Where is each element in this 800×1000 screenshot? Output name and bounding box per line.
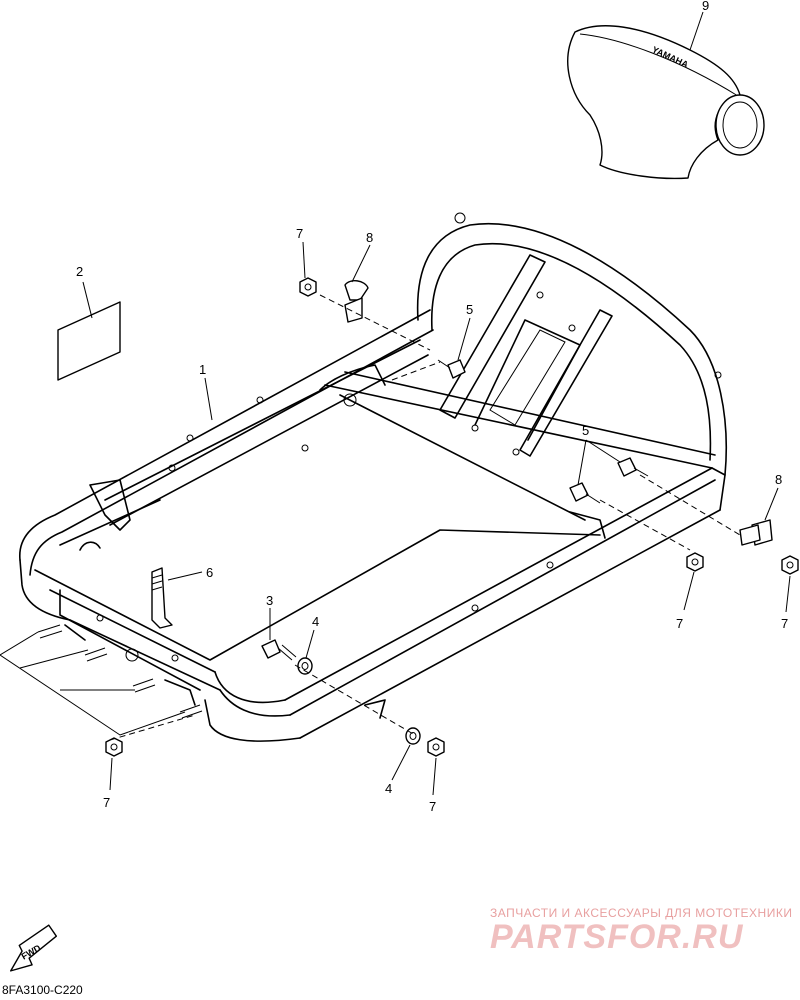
nut-7-top-part (299, 277, 317, 297)
nut-7-bottom-a-part (105, 737, 123, 757)
watermark-tagline: ЗАПЧАСТИ И АКСЕССУАРЫ ДЛЯ МОТОТЕХНИКИ (490, 906, 793, 920)
callout-7-bottom-b: 7 (429, 799, 436, 814)
callout-7-right-b: 7 (781, 616, 788, 631)
callout-6: 6 (206, 565, 213, 580)
callout-4-upper: 4 (312, 614, 319, 629)
callout-5-upper: 5 (466, 302, 473, 317)
callout-3: 3 (266, 593, 273, 608)
nut-7-bottom-b-part (427, 737, 445, 757)
drawing-reference-code: 8FA3100-C220 (2, 983, 83, 997)
callout-7-bottom-a: 7 (103, 795, 110, 810)
bracket-6-part (151, 567, 173, 629)
bolt-5-lower-b-part (569, 482, 601, 504)
callout-2: 2 (76, 264, 83, 279)
callout-7-right-a: 7 (676, 616, 683, 631)
callout-8-right: 8 (775, 472, 782, 487)
bolt-5-lower-a-part (617, 457, 649, 477)
callout-7-top: 7 (296, 226, 303, 241)
clip-8-top-part (344, 280, 369, 323)
bolt-5-upper-part (437, 359, 466, 379)
label-part (57, 301, 121, 381)
watermark-brand: PARTSFOR.RU (490, 918, 744, 956)
callout-1: 1 (199, 362, 206, 377)
clip-8-right-part (739, 519, 773, 546)
fwd-arrow-icon: FWD (10, 924, 58, 972)
callout-9: 9 (702, 0, 709, 13)
callout-8-top: 8 (366, 230, 373, 245)
studs-part (37, 624, 203, 719)
cover-pad-part: YAMAHA (567, 25, 765, 180)
frame-part (19, 212, 728, 742)
callout-4-lower: 4 (385, 781, 392, 796)
callout-5-lower: 5 (582, 423, 589, 438)
nut-7-right-a-part (686, 552, 704, 572)
nut-7-right-b-part (781, 555, 799, 575)
washer-4-upper-part (297, 657, 313, 675)
bolt-3-part (261, 639, 297, 661)
